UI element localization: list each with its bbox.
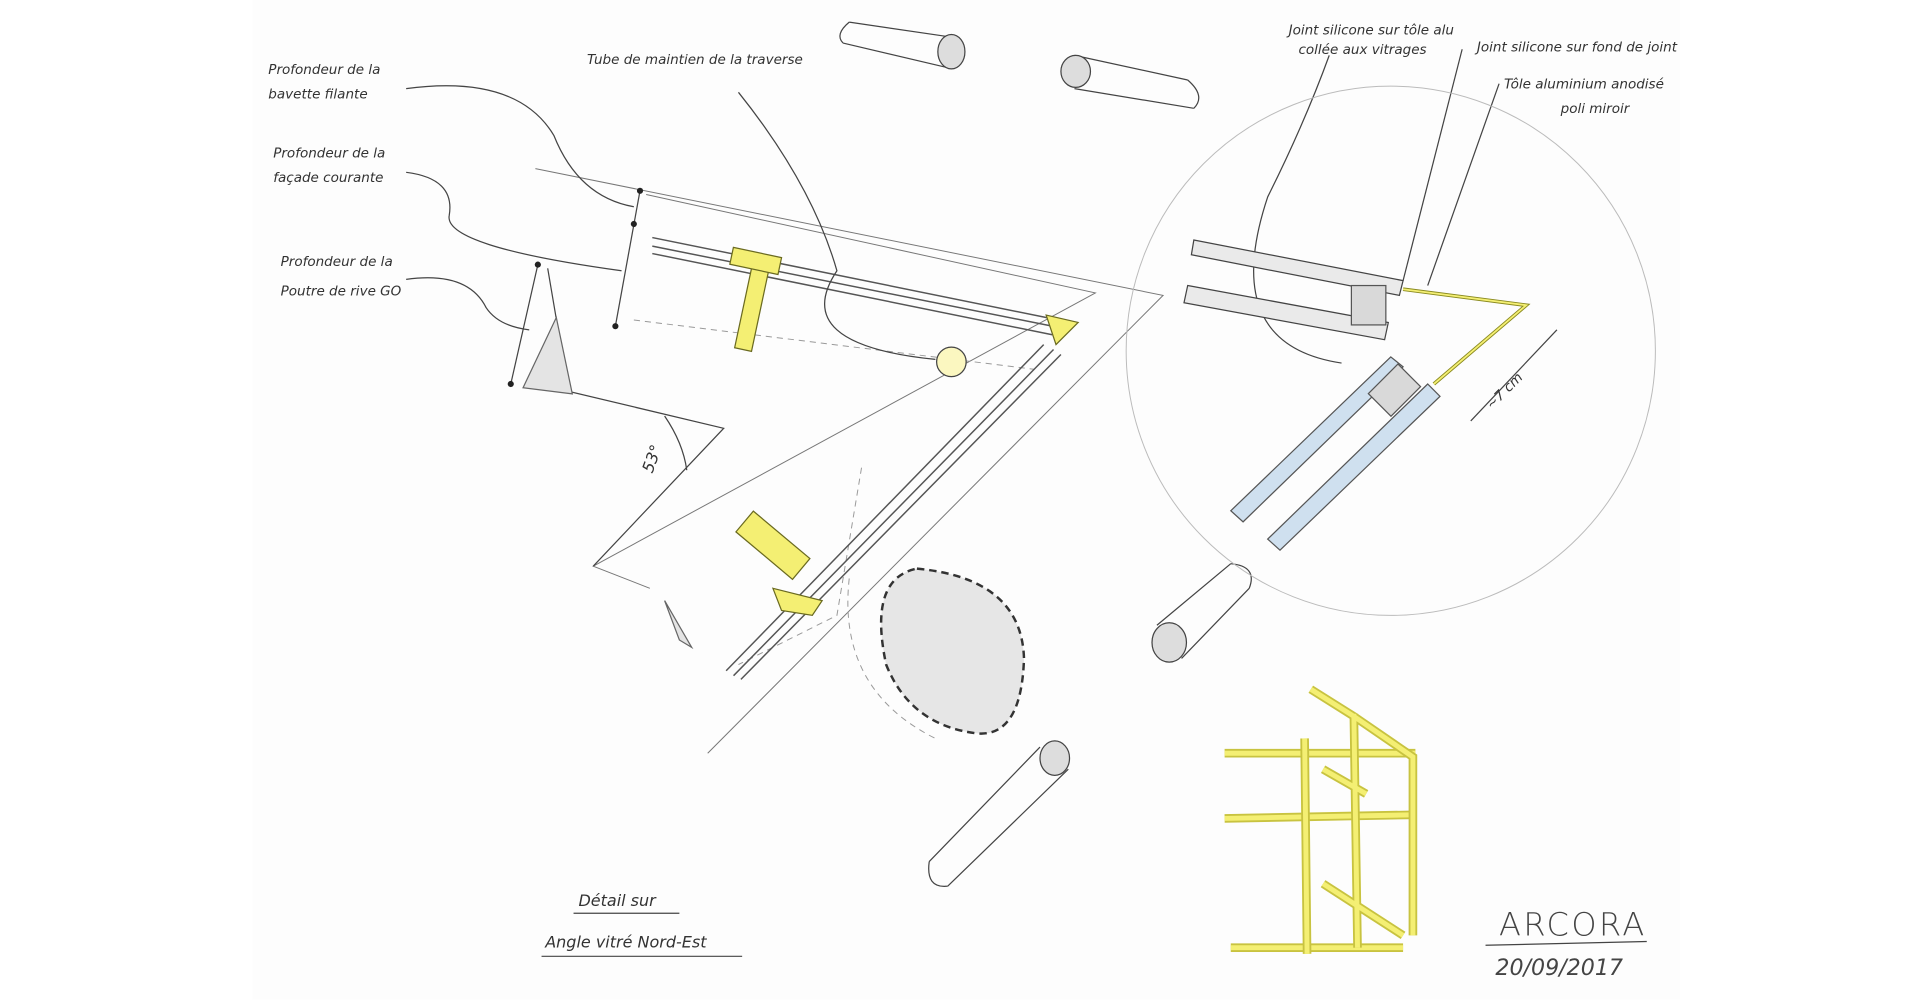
plan-drawing — [507, 168, 1165, 754]
signature-date: 20/09/2017 — [1495, 955, 1623, 981]
label-joint-tole: Joint silicone sur tôle alu collée aux v… — [1286, 22, 1459, 58]
label-poutre: Profondeur de la Poutre de rive GO — [281, 254, 402, 300]
detail-circle — [1125, 85, 1656, 616]
label-tole-alu: Tôle aluminium anodisé poli miroir — [1504, 77, 1668, 118]
tube-symbol — [936, 346, 967, 378]
frame-3d-sketch — [1224, 685, 1418, 954]
concrete-section — [879, 567, 1026, 735]
title-line1: Détail sur — [578, 891, 657, 910]
label-facade: Profondeur de la façade courante — [273, 146, 389, 187]
paper — [252, 0, 1680, 1000]
label-bavette: Profondeur de la bavette filante — [268, 62, 384, 103]
title-line2: Angle vitré Nord-Est — [544, 933, 707, 952]
concrete-hatch — [522, 315, 574, 395]
cylinder-symbols — [839, 21, 1252, 887]
label-tube: Tube de maintien de la traverse — [587, 52, 803, 68]
label-joint-fond: Joint silicone sur fond de joint — [1474, 40, 1678, 56]
signature-name: ARCORA — [1499, 905, 1647, 943]
leader-lines — [406, 49, 1500, 364]
